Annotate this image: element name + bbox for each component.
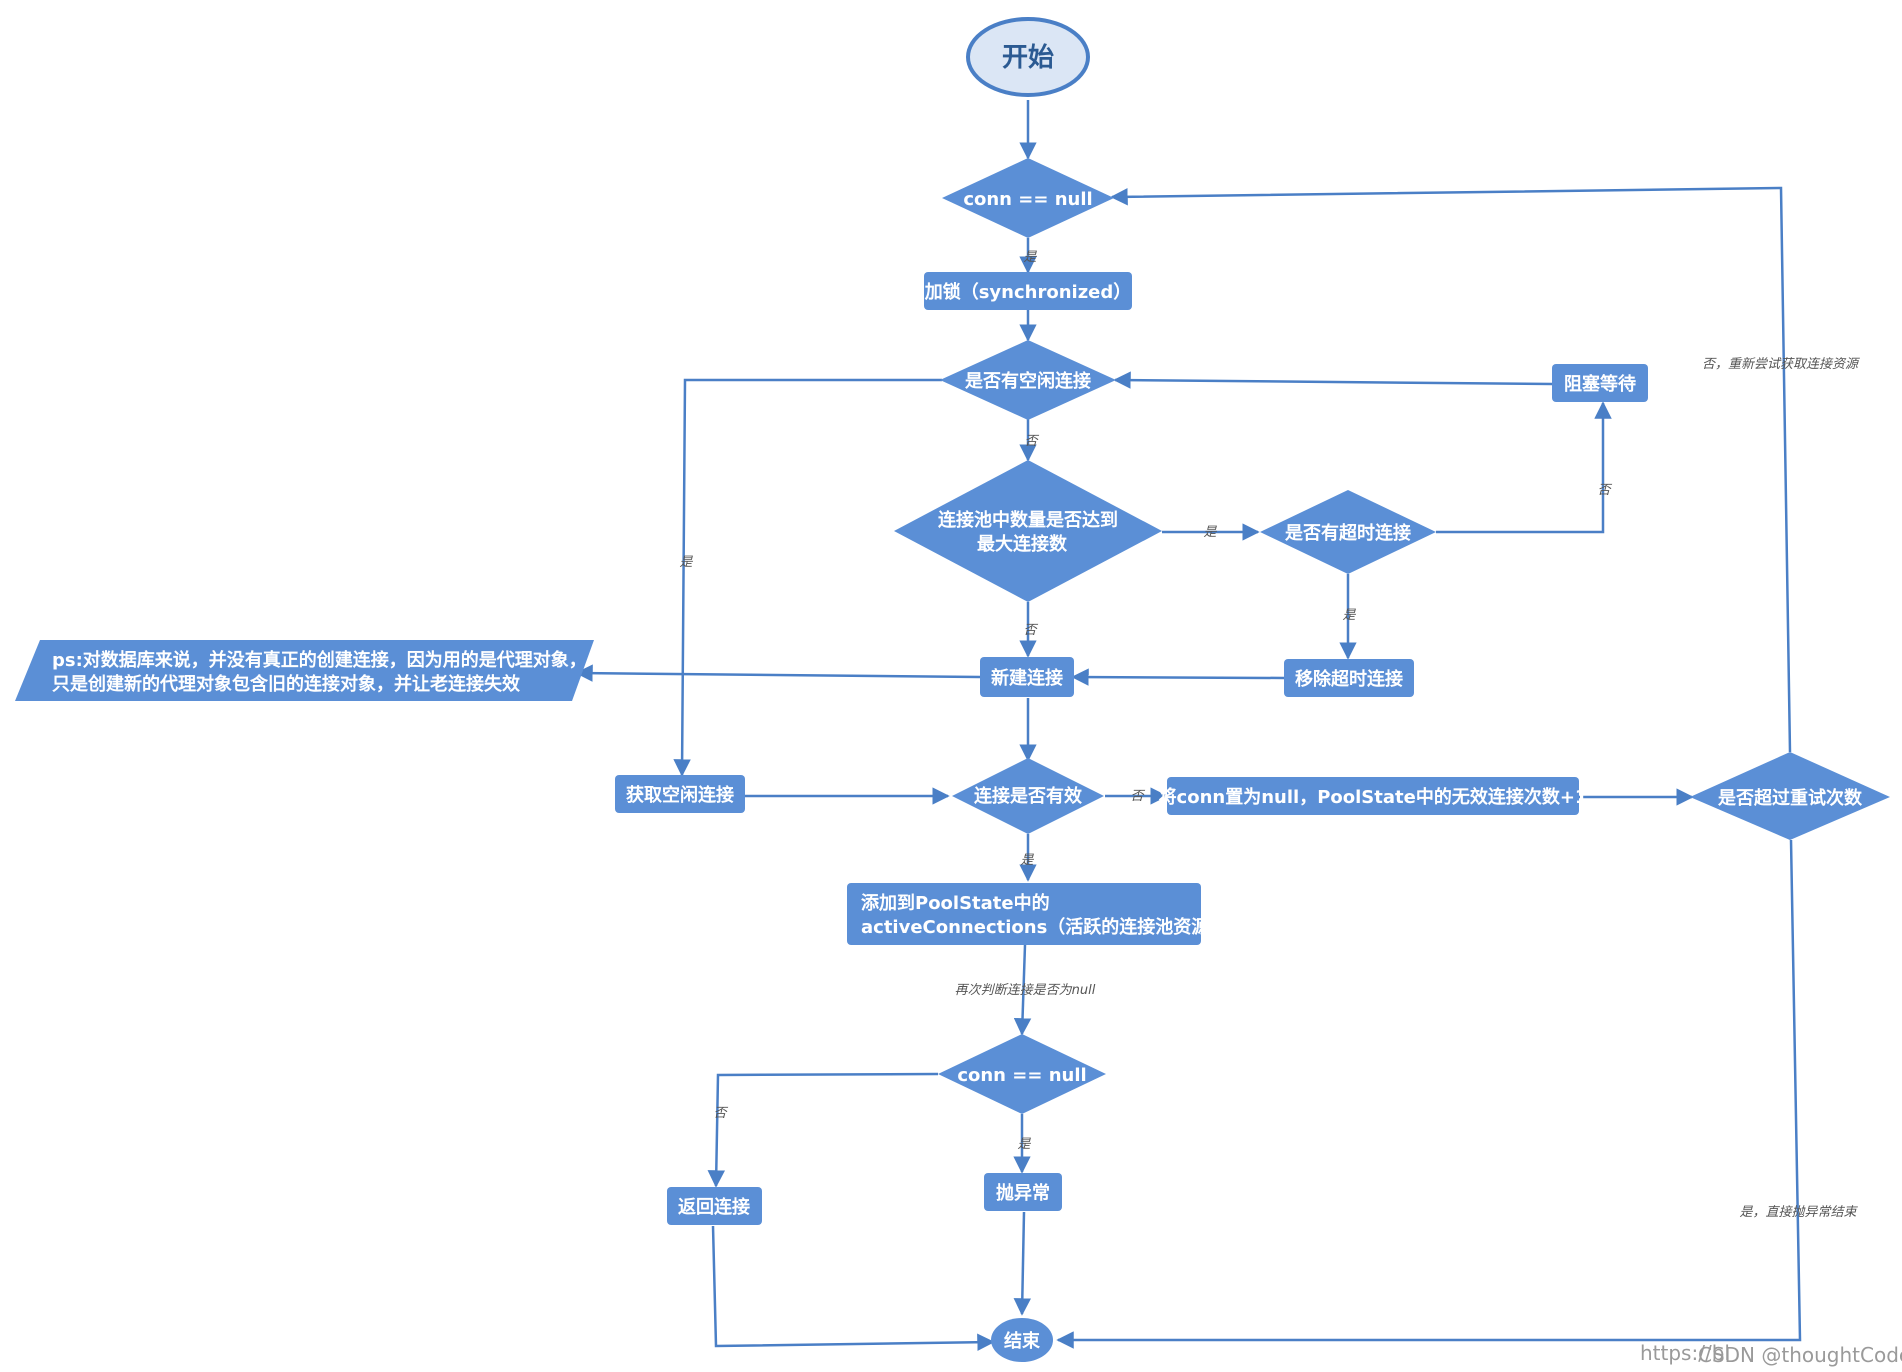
process-get-idle-label: 获取空闲连接 [626, 784, 734, 806]
label-yes-getidle: 是 [679, 555, 693, 570]
label-retry-yes: 是，直接抛异常结束 [1739, 1205, 1858, 1220]
label-yes-lock: 是 [1023, 250, 1037, 265]
process-return-conn-label: 返回连接 [678, 1196, 750, 1218]
process-add-active-line-2: activeConnections（活跃的连接池资源） [861, 916, 1227, 938]
label-recheck: 再次判断连接是否为null [955, 983, 1096, 998]
process-remove-timeout: 移除超时连接 [1284, 659, 1414, 697]
edge-return-to-end [711, 1225, 995, 1351]
label-yes-remove: 是 [1342, 608, 1356, 623]
decision-has-idle: 是否有空闲连接 [940, 340, 1116, 420]
end-label: 结束 [1004, 1330, 1041, 1352]
watermark-url: https://bl [1640, 1341, 1730, 1365]
label-no-valid: 否 [1130, 789, 1145, 804]
process-set-null-label: 将conn置为null，PoolState中的无效连接次数+1 [1159, 786, 1588, 808]
edge-block-to-hasidle [1113, 371, 1553, 389]
decision-pool-max-label-1: 连接池中数量是否达到 [938, 509, 1118, 531]
label-no-new: 否 [1023, 623, 1038, 638]
edge-hastimeout-to-block [1436, 401, 1612, 534]
process-get-idle: 获取空闲连接 [615, 775, 745, 813]
note-ps-line-1: ps:对数据库来说，并没有真正的创建连接，因为用的是代理对象， [52, 649, 587, 671]
edge-remove-to-newconn [1071, 668, 1285, 686]
decision-conn-null-top: conn == null [942, 158, 1114, 238]
start-node: 开始 [966, 17, 1090, 97]
process-throw-label: 抛异常 [996, 1182, 1050, 1204]
decision-has-timeout-label: 是否有超时连接 [1284, 522, 1411, 544]
process-remove-timeout-label: 移除超时连接 [1295, 668, 1403, 690]
process-return-conn: 返回连接 [667, 1187, 762, 1225]
edge-check2-to-return [707, 1072, 939, 1188]
edge-retry-to-end [1056, 839, 1802, 1349]
edge-throw-to-end [1013, 1211, 1032, 1316]
decision-retry-exceeded-label: 是否超过重试次数 [1717, 787, 1863, 809]
process-add-active-line-1: 添加到PoolState中的 [861, 892, 1050, 914]
decision-has-timeout: 是否有超时连接 [1260, 490, 1436, 574]
process-block-wait: 阻塞等待 [1552, 364, 1648, 402]
process-block-wait-label: 阻塞等待 [1564, 373, 1636, 395]
process-lock: 加锁（synchronized） [924, 272, 1132, 310]
decision-conn-null-top-label: conn == null [963, 189, 1092, 210]
note-ps-line-2: 只是创建新的代理对象包含旧的连接对象，并让老连接失效 [52, 673, 521, 695]
process-lock-label: 加锁（synchronized） [924, 281, 1132, 303]
decision-conn-null-bottom: conn == null [938, 1034, 1106, 1114]
process-new-conn: 新建连接 [980, 657, 1074, 697]
edge-newconn-to-note [575, 664, 981, 682]
start-label: 开始 [1002, 43, 1054, 73]
decision-pool-max: 连接池中数量是否达到 最大连接数 [894, 460, 1162, 602]
label-yes-pool: 是 [1203, 525, 1217, 540]
decision-retry-exceeded: 是否超过重试次数 [1690, 752, 1890, 840]
process-new-conn-label: 新建连接 [991, 667, 1063, 689]
label-yes-throw: 是 [1017, 1137, 1031, 1152]
decision-conn-valid: 连接是否有效 [952, 758, 1104, 834]
edge-retry-to-check [1110, 186, 1792, 753]
label-no-return: 否 [713, 1106, 728, 1121]
label-yes-valid: 是 [1020, 853, 1034, 868]
label-no-timeout: 否 [1597, 483, 1612, 498]
decision-pool-max-label-2: 最大连接数 [977, 533, 1068, 555]
decision-conn-valid-label: 连接是否有效 [974, 785, 1083, 807]
watermark-brand: CSDN @thoughtCodes [1698, 1343, 1902, 1367]
edge-hasidle-to-getidle [673, 378, 942, 777]
note-ps: ps:对数据库来说，并没有真正的创建连接，因为用的是代理对象， 只是创建新的代理… [15, 640, 594, 701]
end-node: 结束 [991, 1318, 1053, 1362]
decision-has-idle-label: 是否有空闲连接 [964, 370, 1091, 392]
decision-conn-null-bottom-label: conn == null [957, 1065, 1086, 1086]
process-throw: 抛异常 [984, 1173, 1062, 1211]
edge-active-to-check2 [1013, 944, 1032, 1036]
process-set-null: 将conn置为null，PoolState中的无效连接次数+1 [1159, 777, 1588, 815]
label-retry-no: 否，重新尝试获取连接资源 [1702, 357, 1860, 372]
label-no-pool: 否 [1024, 434, 1039, 449]
process-add-active: 添加到PoolState中的 activeConnections（活跃的连接池资… [847, 883, 1227, 945]
